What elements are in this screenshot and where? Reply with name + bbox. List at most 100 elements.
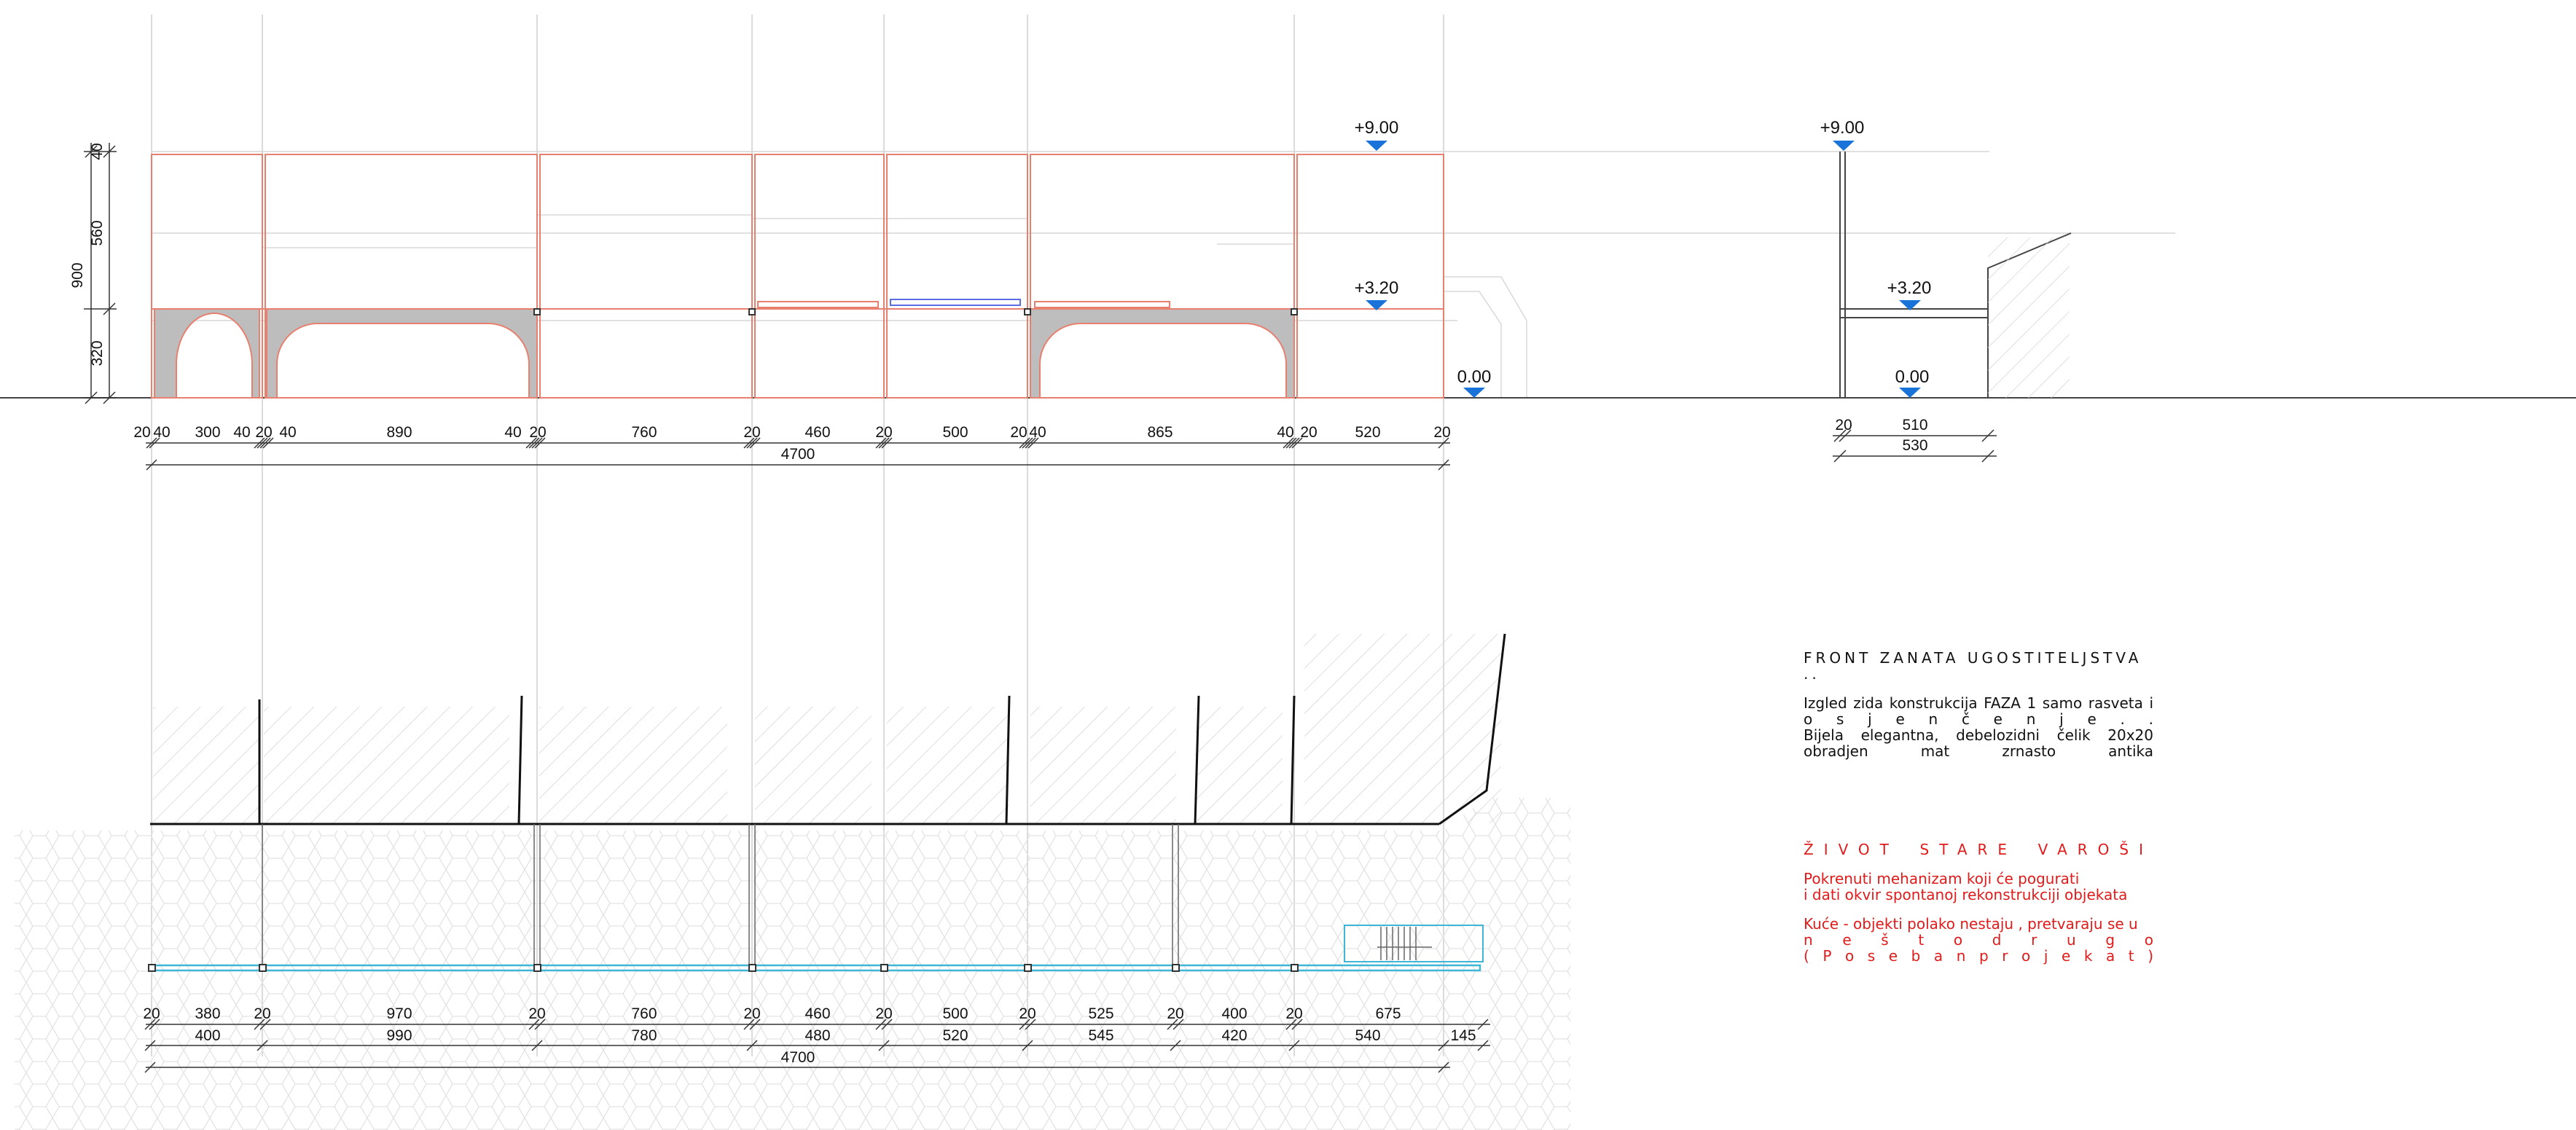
dim-total: 4700 [781,446,815,463]
dim-label: 20 [1010,424,1027,441]
dim-tick [254,1019,265,1030]
dim-label: 40 [153,424,170,441]
dim-tick [1477,1040,1489,1051]
dim-label: 760 [631,1005,657,1022]
plan-posts [262,824,1179,969]
dim-label: 760 [631,424,657,441]
manifesto-title: ŽIVOT STARE VAROŠI [1804,841,2153,858]
dim-label: 990 [386,1027,412,1044]
dim-label: 20 [143,1005,160,1022]
arches [154,308,1295,399]
dim-label: 500 [942,424,968,441]
dim-label: 520 [942,1027,968,1044]
elevation-dimension-lines [146,442,1450,466]
dim-tick [1019,437,1030,449]
dim-tick [1288,1040,1300,1051]
dim-tick [257,1040,268,1051]
dim-label: 520 [1355,424,1380,441]
dim-tick [1291,437,1303,449]
dim-label: 675 [1375,1005,1401,1022]
dim-tick [1025,437,1036,449]
dim-label: 20 [254,1005,270,1022]
paving-pattern [15,798,1570,1130]
dim-label: 400 [1221,1005,1247,1022]
dim-label: 500 [942,1005,968,1022]
notes-line: obradjen mat zrnasto antika [1804,742,2153,760]
dim-label: 20 [529,424,546,441]
dim-tick [1170,1040,1181,1051]
dim-label: 40 [279,424,296,441]
dim-label: 145 [1450,1027,1476,1044]
manifesto-line: Kuće - objekti polako nestaju , pretvara… [1804,915,2138,933]
dim-label: 20 [1835,417,1852,433]
dim-tick [881,437,893,449]
joint-nodes [533,308,1298,315]
level-label: +3.20 [1887,278,1932,298]
dim-tick [1027,437,1039,449]
dim-label: 420 [1221,1027,1247,1044]
dim-label: 480 [804,1027,830,1044]
dim-tick [878,1040,890,1051]
dim-tick [875,1019,887,1030]
dim-label: 380 [195,1005,220,1022]
blue-beam [890,299,1021,306]
dim-label: 780 [631,1027,657,1044]
dim-label: 20 [743,1005,760,1022]
elevation-dimension-labels: 20 40 300 40 20 40 890 40 20 760 20 460 … [133,424,1450,463]
dim-label: 460 [804,424,830,441]
dim-tick [1172,1019,1184,1030]
dim-tick [746,1040,758,1051]
dim-label: 20 [1285,1005,1302,1022]
dim-label: 400 [195,1027,220,1044]
level-lines [152,151,2175,321]
dim-tick [1291,1019,1303,1030]
dim-label: 970 [386,1005,412,1022]
dim-tick [257,437,268,449]
dim-tick [146,459,157,471]
dim-label: 530 [1902,437,1927,454]
dim-tick [534,1019,546,1030]
manifesto-line: i dati okvir spontanoj rekonstrukciji ob… [1804,886,2128,903]
dim-tick [746,437,758,449]
dim-tick [1477,1019,1489,1030]
dim-label: 20 [1300,424,1317,441]
dim-tick [525,437,537,449]
dim-tick [534,437,546,449]
dim-tick [259,437,271,449]
manifesto-block: ŽIVOT STARE VAROŠI Pokrenuti mehanizam k… [1804,841,2153,964]
plan-dimension-ticks [144,1019,1489,1073]
dim-tick [1022,437,1033,449]
manifesto-line: n e š t o d r u g o [1804,931,2153,949]
notes-line: Izgled zida konstrukcija FAZA 1 samo ras… [1804,694,2153,712]
dim-total: 4700 [781,1049,815,1066]
dim-label: 20 [875,424,892,441]
section-hatch [1988,238,2070,398]
dim-tick [1438,1062,1449,1073]
dim-tick [881,1019,893,1030]
dim-tick [149,437,160,449]
notes-block: FRONT ZANATA UGOSTITELJSTVA .. Izgled zi… [1804,650,2153,759]
dim-tick [743,437,755,449]
dim-tick [749,1019,761,1030]
dim-label: 320 [89,340,106,366]
manifesto-line: Pokrenuti mehanizam koji će pogurati [1804,870,2080,887]
dim-tick [1022,1040,1033,1051]
dim-tick [259,1019,271,1030]
dim-tick [1438,437,1449,449]
dim-tick [149,1019,160,1030]
dim-label: 560 [89,220,106,246]
dim-tick [743,1019,755,1030]
manifesto-line: ( P o s e b a n p r o j e k a t ) [1804,947,2153,965]
dim-tick [1019,1019,1030,1030]
dim-tick [878,437,890,449]
dim-tick [1438,459,1449,471]
dim-tick [262,437,274,449]
elevation-dimension-ticks [146,437,1449,471]
dim-label: 20 [528,1005,545,1022]
level-label: +9.00 [1355,118,1399,138]
dim-tick [1025,1019,1036,1030]
dim-label: 20 [133,424,150,441]
dim-tick [144,1019,156,1030]
dim-label: 20 [255,424,272,441]
